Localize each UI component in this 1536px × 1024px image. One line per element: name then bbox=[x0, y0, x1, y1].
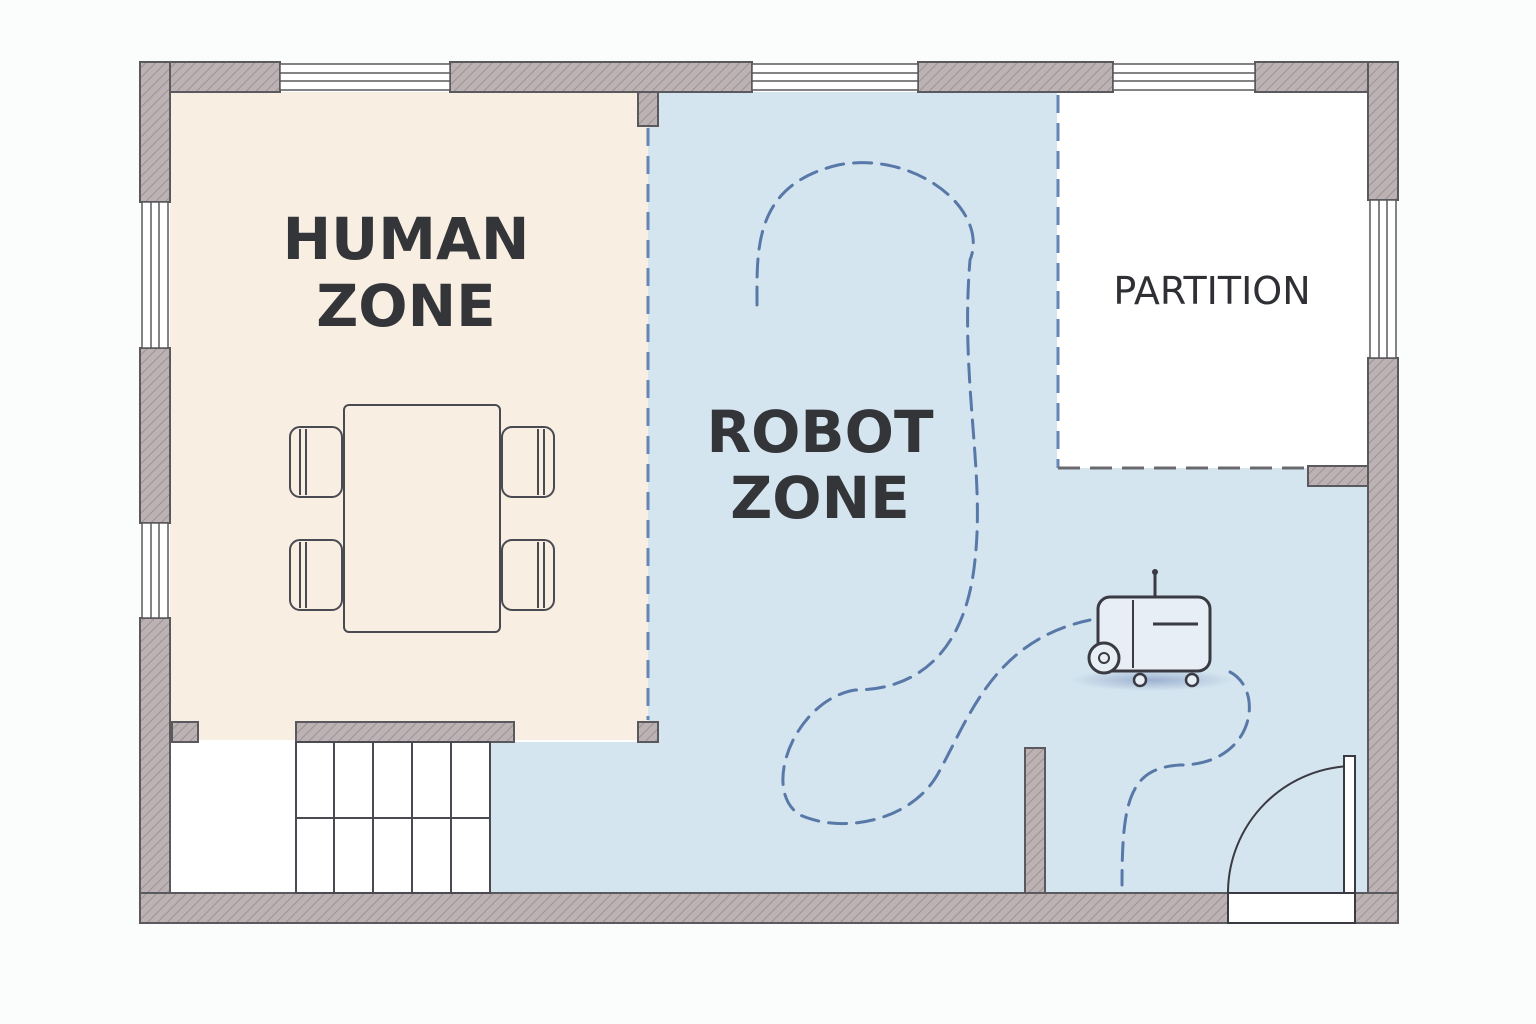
window-top-middle bbox=[751, 63, 919, 91]
robot-zone-label-line2: ZONE bbox=[730, 464, 910, 532]
chair-right-lower bbox=[501, 539, 555, 611]
zone-boundaries bbox=[646, 95, 1060, 720]
partition-area bbox=[1058, 92, 1368, 467]
window-right bbox=[1369, 199, 1397, 359]
dining-table bbox=[343, 404, 501, 633]
human-zone-label-line2: ZONE bbox=[316, 272, 496, 340]
entry-door bbox=[1227, 755, 1356, 924]
human-zone-label-line1: HUMAN bbox=[283, 205, 530, 273]
windows bbox=[141, 63, 1397, 619]
delivery-robot-icon bbox=[1070, 569, 1234, 691]
partition-label: PARTITION bbox=[1113, 269, 1310, 313]
robot-zone bbox=[490, 92, 1368, 893]
robot-zone-label-line1: ROBOT bbox=[706, 398, 933, 466]
chair-left-lower bbox=[289, 539, 343, 611]
robot-path bbox=[755, 161, 1251, 887]
window-top-right bbox=[1112, 63, 1256, 91]
staircase bbox=[295, 741, 491, 894]
window-left-upper bbox=[141, 201, 169, 349]
chair-right-upper bbox=[501, 426, 555, 498]
window-top-left bbox=[279, 63, 451, 91]
interior-walls bbox=[171, 91, 1369, 894]
exterior-walls bbox=[139, 61, 1399, 924]
window-left-lower bbox=[141, 522, 169, 619]
chair-left-upper bbox=[289, 426, 343, 498]
dining-set bbox=[289, 404, 555, 633]
closet-area bbox=[172, 742, 294, 893]
